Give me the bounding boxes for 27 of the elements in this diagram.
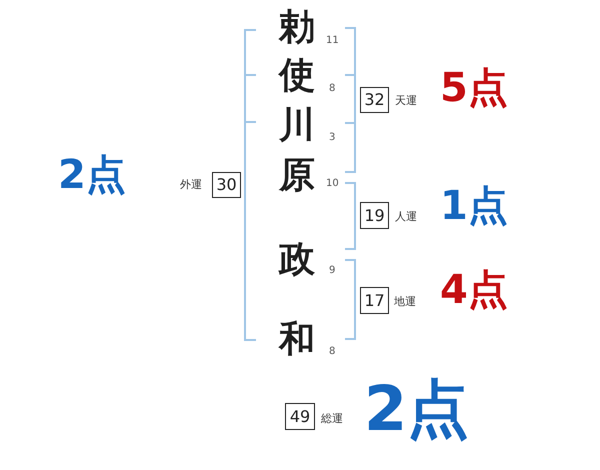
stroke-count: 8 [329,347,336,357]
stroke-count: 3 [329,133,336,143]
score-text: 1点 [440,186,508,226]
score-text: 4点 [440,270,508,310]
total-box: 30 [212,172,241,198]
fortune-label: 人運 [395,211,417,222]
stroke-count: 11 [326,36,339,46]
fortune-label: 地運 [394,296,416,307]
total-box: 19 [360,202,389,229]
stroke-count: 8 [329,84,336,94]
name-character: 勅 [279,10,315,46]
score-text: 2点 [364,378,470,440]
total-box: 17 [360,287,389,314]
score-text: 5点 [440,68,508,108]
fortune-label: 総運 [321,413,343,424]
name-character: 使 [279,58,315,94]
fortune-label: 外運 [180,179,202,190]
name-character: 原 [279,158,315,194]
name-character: 政 [279,242,315,278]
stroke-count: 10 [326,179,339,189]
name-character: 川 [279,108,315,144]
name-character: 和 [279,322,315,358]
stroke-count: 9 [329,266,336,276]
score-text: 2点 [58,155,126,195]
fortune-label: 天運 [395,95,417,106]
total-box: 32 [360,87,389,113]
total-box: 49 [285,403,315,430]
